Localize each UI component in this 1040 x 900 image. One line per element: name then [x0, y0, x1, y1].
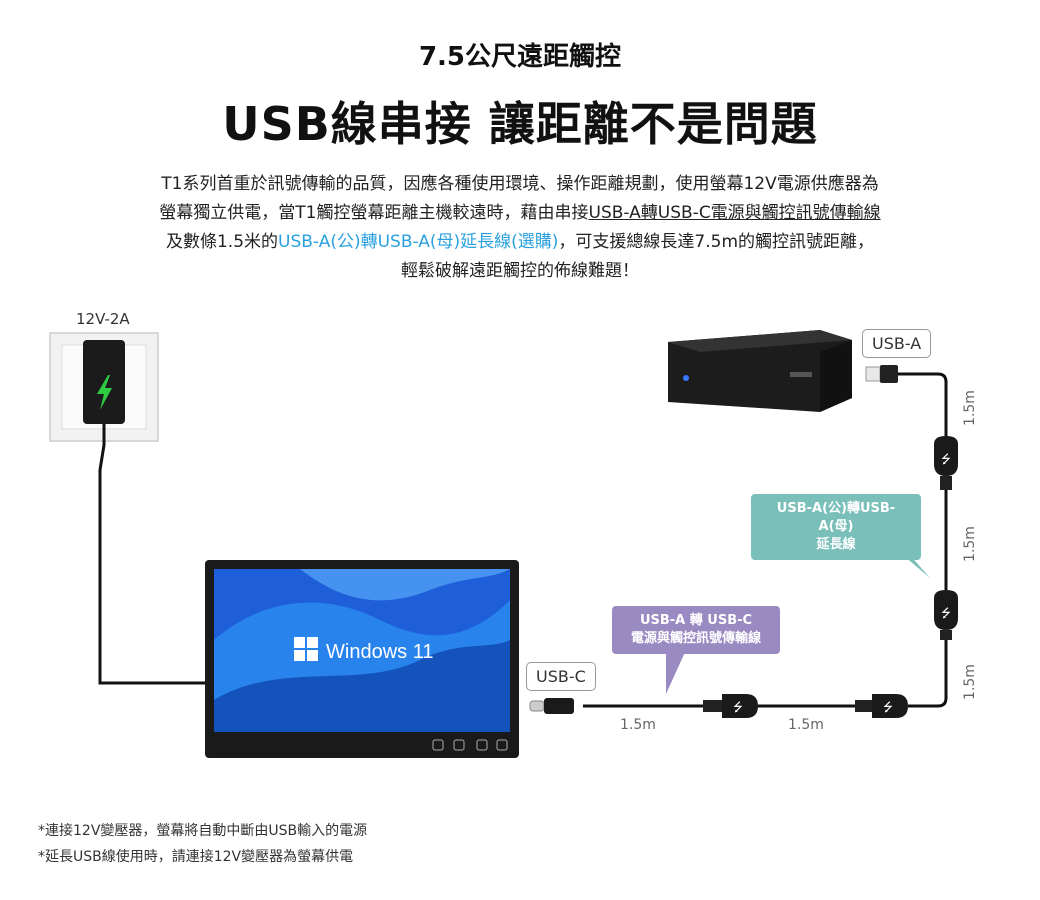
mini-pc — [668, 330, 852, 412]
length-label-v2: 1.5m — [961, 526, 978, 562]
description-line-3: 及數條1.5米的USB-A(公)轉USB-A(母)延長線(選購)，可支援總線長達… — [70, 228, 970, 257]
usb-icon: ⭍ — [941, 606, 951, 620]
windows-logo-icon — [294, 637, 318, 661]
subtitle: 7.5公尺遠距觸控 — [418, 42, 622, 72]
extension-cable-path — [583, 372, 948, 708]
description-line-2-text: 螢幕獨立供電，當T1觸控螢幕距離主機較遠時，藉由串接 — [159, 203, 589, 223]
usb-icon: ⭍ — [883, 700, 893, 714]
length-label-h1: 1.5m — [620, 717, 656, 733]
footnote-1: *連接12V變壓器，螢幕將自動中斷由USB輸入的電源 — [38, 823, 368, 839]
length-label-v3: 1.5m — [961, 664, 978, 700]
lightning-icon — [97, 375, 112, 410]
usb-a-plug — [865, 365, 898, 383]
usb-c-cable-highlight: USB-A轉USB-C電源與觸控訊號傳輸線 — [588, 203, 881, 223]
usb-c-plug — [529, 698, 574, 714]
extension-bubble-line-1: USB-A(公)轉USB-A(母) — [776, 501, 896, 534]
cable-bubble-line-1: USB-A 轉 USB-C — [639, 613, 753, 628]
description-line-3-tail: ，可支援總線長達7.5m的觸控訊號距離， — [558, 232, 875, 252]
usb-c-tag: USB-C — [526, 662, 596, 691]
monitor-buttons — [432, 739, 508, 751]
length-label-v1: 1.5m — [961, 390, 978, 426]
footnotes: *連接12V變壓器，螢幕將自動中斷由USB輸入的電源 *延長USB線使用時，請連… — [38, 818, 367, 870]
description-line-1: T1系列首重於訊號傳輸的品質，因應各種使用環境、操作距離規劃，使用螢幕12V電源… — [161, 174, 879, 194]
footnote-2: *延長USB線使用時，請連接12V變壓器為螢幕供電 — [38, 849, 354, 865]
extension-cable-bubble: USB-A(公)轉USB-A(母) 延長線 — [751, 494, 921, 560]
touch-monitor: Windows 11 — [205, 560, 519, 758]
usb-icon: ⭍ — [733, 700, 743, 714]
extension-connector-3: ⭍ — [855, 694, 908, 718]
usb-a-tag: USB-A — [862, 329, 932, 358]
extension-connector-2: ⭍ — [934, 590, 958, 640]
cable-bubble-tail — [666, 650, 686, 694]
extension-bubble-line-2: 延長線 — [816, 537, 856, 552]
power-cord — [98, 424, 208, 685]
cable-bubble-line-2: 電源與觸控訊號傳輸線 — [630, 631, 761, 646]
windows-label: Windows 11 — [326, 641, 433, 663]
length-label-h2: 1.5m — [788, 717, 824, 733]
extension-connector-1: ⭍ — [934, 436, 958, 490]
description-line-2: 螢幕獨立供電，當T1觸控螢幕距離主機較遠時，藉由串接USB-A轉USB-C電源與… — [70, 199, 970, 228]
cable-usb-a-connector: ⭍ — [703, 694, 758, 718]
extension-cable-highlight: USB-A(公)轉USB-A(母)延長線(選購) — [278, 232, 559, 252]
power-led-icon — [683, 375, 689, 381]
power-label: 12V-2A — [76, 310, 130, 328]
description: T1系列首重於訊號傳輸的品質，因應各種使用環境、操作距離規劃，使用螢幕12V電源… — [70, 170, 970, 286]
page-title: USB線串接 讓距離不是問題 — [222, 97, 818, 151]
usb-c-cable-bubble: USB-A 轉 USB-C 電源與觸控訊號傳輸線 — [612, 606, 780, 654]
usb-icon: ⭍ — [941, 452, 951, 466]
power-adapter — [83, 340, 125, 424]
description-line-3-text: 及數條1.5米的 — [165, 232, 279, 252]
description-line-4: 輕鬆破解遠距觸控的佈線難題！ — [401, 261, 639, 281]
